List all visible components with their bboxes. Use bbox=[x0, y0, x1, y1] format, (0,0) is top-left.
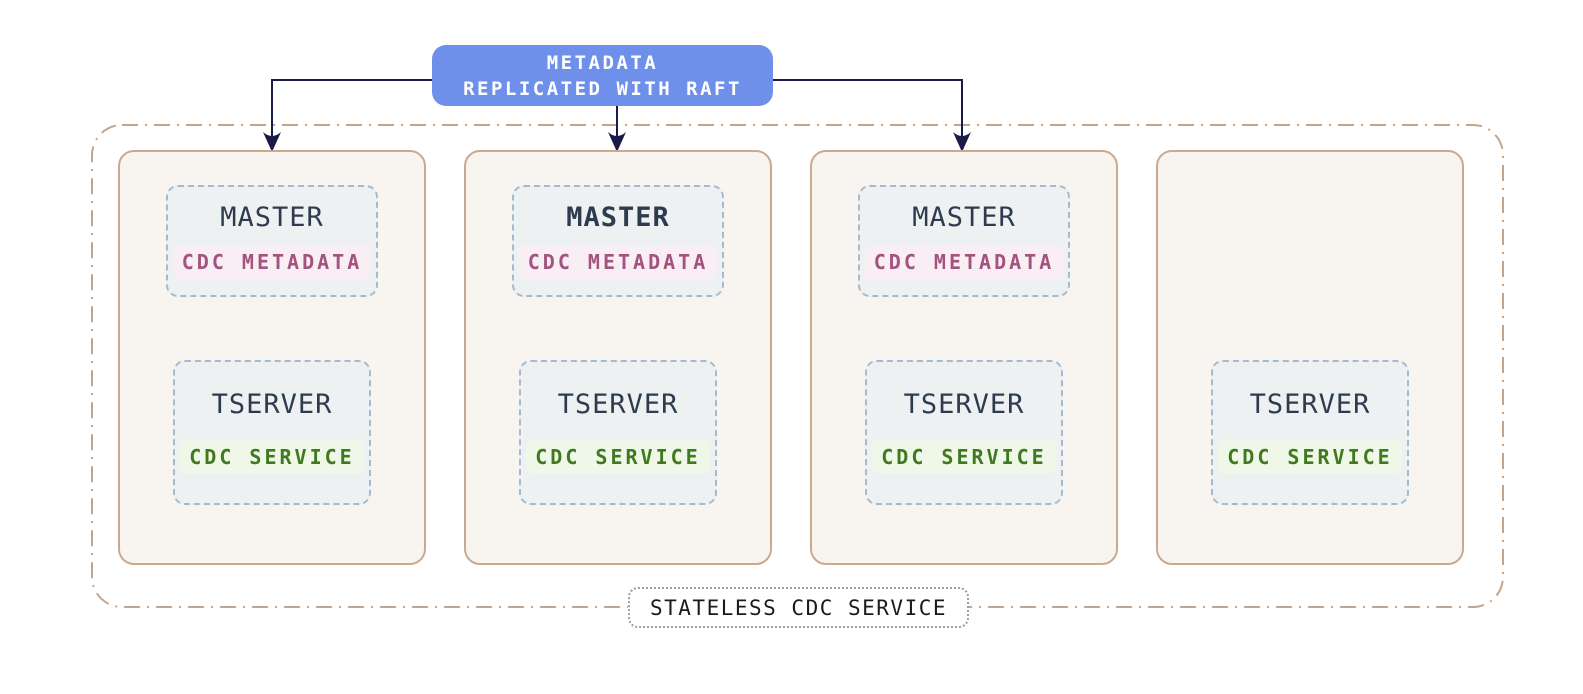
arrowhead-right-icon bbox=[953, 132, 971, 152]
master-box: MASTER CDC METADATA bbox=[166, 185, 378, 297]
cdc-service-badge: CDC SERVICE bbox=[872, 440, 1056, 474]
arrow-center bbox=[608, 106, 626, 152]
master-title: MASTER bbox=[220, 201, 324, 233]
arrow-left bbox=[263, 79, 432, 152]
cdc-service-badge: CDC SERVICE bbox=[1218, 440, 1402, 474]
cdc-service-badge: CDC SERVICE bbox=[526, 440, 710, 474]
raft-metadata-box: METADATA REPLICATED WITH RAFT bbox=[432, 45, 773, 106]
tserver-title: TSERVER bbox=[211, 389, 333, 420]
tserver-title: TSERVER bbox=[557, 389, 679, 420]
master-box: MASTER CDC METADATA bbox=[512, 185, 724, 297]
master-title: MASTER bbox=[566, 201, 670, 233]
tserver-box: TSERVER CDC SERVICE bbox=[1211, 360, 1409, 505]
tserver-box: TSERVER CDC SERVICE bbox=[173, 360, 371, 505]
cdc-metadata-badge: CDC METADATA bbox=[518, 244, 718, 279]
arrowhead-center-icon bbox=[608, 132, 626, 152]
arrow-right bbox=[773, 79, 971, 152]
cdc-metadata-badge: CDC METADATA bbox=[172, 244, 372, 279]
node-1: MASTER CDC METADATA TSERVER CDC SERVICE bbox=[118, 150, 426, 565]
cdc-metadata-badge: CDC METADATA bbox=[864, 244, 1064, 279]
tserver-box: TSERVER CDC SERVICE bbox=[865, 360, 1063, 505]
tserver-box: TSERVER CDC SERVICE bbox=[519, 360, 717, 505]
master-title: MASTER bbox=[912, 201, 1016, 233]
cdc-service-badge: CDC SERVICE bbox=[180, 440, 364, 474]
master-box: MASTER CDC METADATA bbox=[858, 185, 1070, 297]
raft-metadata-line1: METADATA bbox=[546, 51, 659, 74]
node-2: MASTER CDC METADATA TSERVER CDC SERVICE bbox=[464, 150, 772, 565]
tserver-title: TSERVER bbox=[1249, 389, 1371, 420]
node-3: MASTER CDC METADATA TSERVER CDC SERVICE bbox=[810, 150, 1118, 565]
node-row: MASTER CDC METADATA TSERVER CDC SERVICE … bbox=[118, 150, 1468, 565]
node-4: TSERVER CDC SERVICE bbox=[1156, 150, 1464, 565]
cluster-label: STATELESS CDC SERVICE bbox=[628, 587, 970, 628]
arrowhead-left-icon bbox=[263, 132, 281, 152]
tserver-title: TSERVER bbox=[903, 389, 1025, 420]
raft-metadata-line2: REPLICATED WITH RAFT bbox=[463, 77, 742, 100]
